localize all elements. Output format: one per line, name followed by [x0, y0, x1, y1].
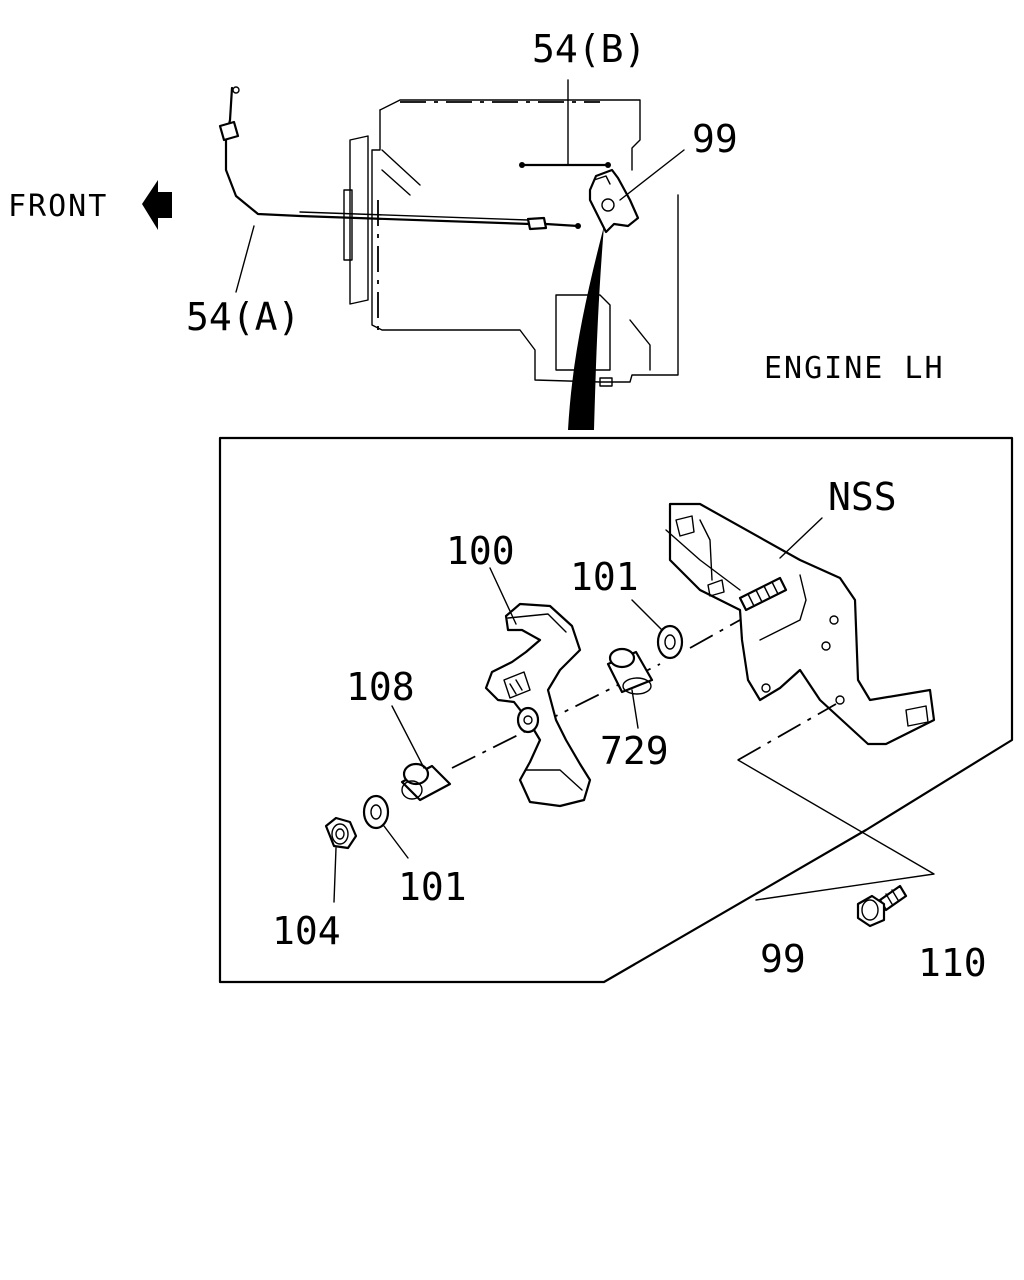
lever-assembly-small — [588, 168, 640, 234]
callout-99-bottom: 99 — [760, 937, 806, 981]
leader-100 — [489, 567, 517, 625]
cable-54b — [519, 162, 611, 168]
front-label: FRONT — [8, 189, 108, 224]
leader-729 — [631, 689, 639, 729]
nut-104 — [324, 816, 358, 850]
collar-108 — [400, 762, 452, 802]
view-label: ENGINE LH — [764, 351, 945, 386]
leader-101-upper — [631, 599, 663, 631]
engine-outline — [343, 99, 679, 387]
leader-101-lower — [383, 825, 409, 859]
washer-lower — [362, 794, 390, 830]
callout-54b: 54(B) — [532, 27, 646, 71]
callout-99-top: 99 — [692, 117, 738, 161]
cable-54a — [218, 86, 581, 231]
zoom-indicator — [568, 226, 604, 430]
arrow-left-icon — [142, 180, 172, 230]
stud — [738, 576, 788, 612]
axis-line-2 — [689, 619, 741, 649]
callout-nss: NSS — [828, 475, 897, 519]
leader-108 — [391, 705, 425, 769]
callout-110: 110 — [918, 941, 987, 985]
callout-108: 108 — [346, 665, 415, 709]
leader-99-top — [619, 149, 685, 201]
callout-101-upper: 101 — [570, 555, 639, 599]
leader-99-bottom — [737, 759, 935, 901]
callout-104: 104 — [272, 909, 341, 953]
callout-729: 729 — [600, 729, 669, 773]
callout-101-lower: 101 — [398, 865, 467, 909]
washer-upper — [656, 624, 684, 660]
lever-100 — [484, 602, 592, 808]
bolt-110 — [856, 884, 908, 928]
leader-54a — [235, 225, 255, 293]
collar-729 — [606, 647, 654, 695]
bolt-axis-line — [737, 703, 837, 761]
callout-54a: 54(A) — [186, 295, 300, 339]
leader-104 — [333, 847, 337, 903]
bracket-nss — [665, 502, 936, 746]
callout-100: 100 — [446, 529, 515, 573]
leader-nss — [779, 517, 823, 559]
detail-frame — [218, 436, 1014, 984]
